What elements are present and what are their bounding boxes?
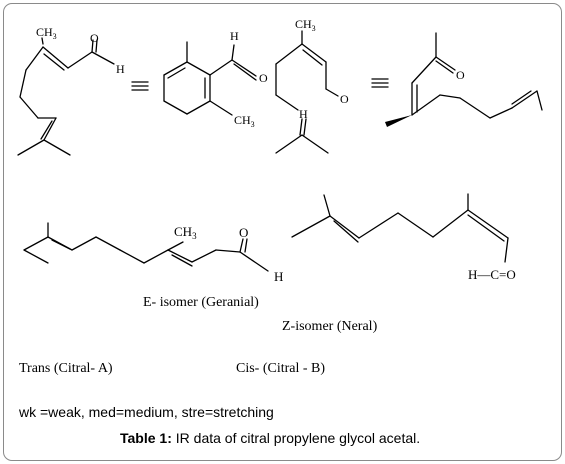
s2-methyl-label: CH3 xyxy=(234,113,255,129)
wedge-bond xyxy=(385,115,412,127)
s3-hydrogen-label: H xyxy=(299,107,308,121)
structure-1-bonds xyxy=(17,37,115,156)
legend-text: wk =weak, med=medium, stre=stretching xyxy=(19,404,274,420)
s1-oxygen-label: O xyxy=(90,31,99,45)
s2-hydrogen-label: H xyxy=(230,29,239,43)
neral-bonds xyxy=(291,193,509,263)
structure-2-bonds xyxy=(163,41,257,116)
caption-text: IR data of citral propylene glycol aceta… xyxy=(171,430,421,446)
z-isomer-label: Z-isomer (Neral) xyxy=(282,319,378,334)
neral-aldehyde-label: H—C=O xyxy=(468,267,516,282)
structure-4-bonds xyxy=(411,32,543,119)
s3-oxygen-label: O xyxy=(340,92,349,106)
cis-label: Cis- (Citral - B) xyxy=(236,361,326,376)
caption-prefix: Table 1: xyxy=(120,430,172,446)
figure-frame xyxy=(3,3,562,461)
s3-methyl-label: CH3 xyxy=(295,17,316,33)
geranial-hydrogen-label: H xyxy=(274,269,283,284)
s1-methyl-label: CH3 xyxy=(36,25,57,41)
structure-3-bonds xyxy=(275,30,339,154)
equivalence-signs xyxy=(131,78,389,91)
geranial-oxygen-label: O xyxy=(239,225,248,240)
s2-oxygen-label: O xyxy=(259,71,268,85)
table-caption: Table 1: IR data of citral propylene gly… xyxy=(120,430,420,446)
e-isomer-label: E- isomer (Geranial) xyxy=(143,295,259,310)
trans-label: Trans (Citral- A) xyxy=(19,361,113,376)
geranial-methyl-label: CH3 xyxy=(174,224,197,241)
s4-oxygen-label: O xyxy=(456,68,465,82)
s1-hydrogen-label: H xyxy=(116,62,125,76)
geranial-bonds xyxy=(23,222,269,272)
